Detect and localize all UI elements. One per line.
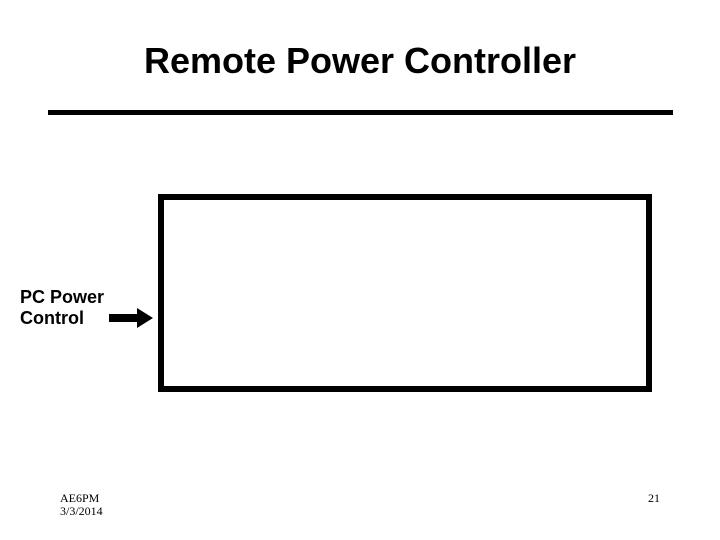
page-number: 21 (648, 491, 660, 505)
footer-author: AE6PM (60, 491, 100, 505)
footer-left: AE6PM 3/3/2014 (60, 492, 103, 518)
title-divider (48, 110, 673, 115)
right-block-arrow-shape (109, 308, 153, 328)
pc-power-control-label-line1: PC Power (20, 287, 105, 307)
pc-power-control-label: PC Power Control (20, 287, 104, 329)
pc-power-control-label-line2: Control (20, 308, 84, 328)
right-block-arrow-icon (109, 308, 153, 328)
slide-title: Remote Power Controller (143, 40, 577, 81)
content-box (158, 194, 652, 392)
footer-date: 3/3/2014 (60, 504, 103, 518)
